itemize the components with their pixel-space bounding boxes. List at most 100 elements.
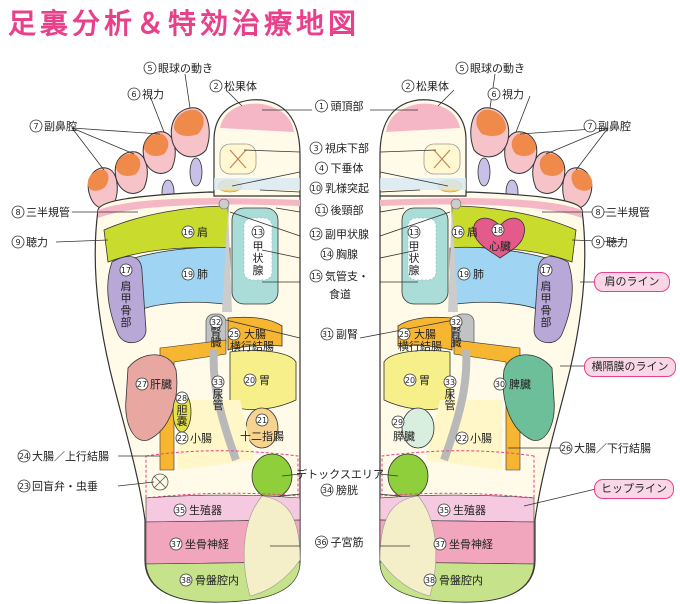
right-label-z5-number: 5 bbox=[459, 64, 464, 73]
left-zone-z20-text: 胃 bbox=[259, 374, 270, 387]
label-z3-number: 3 bbox=[313, 144, 318, 153]
left-label-z5-number: 5 bbox=[147, 64, 152, 73]
right-zone-z25-text: 大腸 bbox=[414, 327, 436, 341]
left-zone-z37-text: 坐骨神経 bbox=[185, 537, 229, 551]
right-label-z2-text: 松果体 bbox=[416, 79, 449, 93]
label-z15-text2: 食道 bbox=[329, 287, 351, 301]
right-label-z26-text: 大腸／下行結腸 bbox=[574, 441, 651, 455]
left-zone-z37-number: 37 bbox=[171, 540, 181, 549]
left-zone-z32-number-badge bbox=[209, 315, 223, 329]
left-label-z7-number-badge bbox=[29, 119, 43, 133]
right-zone-z33-number-badge bbox=[443, 375, 457, 389]
right-zone-z17-text-char: 甲 bbox=[541, 292, 552, 305]
right-zone-z16-number-badge bbox=[451, 225, 465, 239]
right-zone-z19-text: 肺 bbox=[473, 268, 484, 281]
left-zone-z22-number: 22 bbox=[177, 434, 187, 443]
right-zone-z38-text: 骨盤腔内 bbox=[439, 573, 483, 587]
left-zone-z13-text-char: 甲 bbox=[253, 240, 264, 253]
label-z31-number: 31 bbox=[322, 330, 332, 339]
right-zone-z33-text-char: 管 bbox=[445, 398, 456, 412]
left-label-z9-number: 9 bbox=[15, 238, 20, 247]
left-zone-z21-number: 21 bbox=[257, 416, 267, 425]
right-label-z2-number: 2 bbox=[405, 82, 410, 91]
left-zone-z16-text: 肩 bbox=[197, 225, 208, 239]
label-z11-text: 後頸部 bbox=[331, 203, 364, 217]
leader-lines bbox=[55, 73, 625, 547]
label-z36-number-badge bbox=[315, 535, 328, 549]
left-label-z24-number: 24 bbox=[19, 452, 29, 461]
left-zone-z22-text: 小腸 bbox=[190, 432, 212, 445]
left-label-z9-number-badge bbox=[11, 235, 25, 249]
left-label-z2-number: 2 bbox=[213, 82, 218, 91]
left-zone-z27-text: 肝臓 bbox=[150, 378, 172, 391]
right-zone-z13-number-badge bbox=[407, 225, 421, 239]
label-z31-number-badge bbox=[320, 327, 334, 341]
left-zone-z19-number-badge bbox=[181, 267, 195, 281]
right-zone-z19-number-badge bbox=[457, 267, 471, 281]
right-label-z9-number-badge bbox=[591, 235, 605, 249]
right-label-z8-number-badge bbox=[591, 205, 605, 219]
right-zone-z22-number-badge bbox=[455, 431, 469, 445]
left-zone-z35-number: 35 bbox=[175, 506, 185, 515]
right-label-z7-text: 副鼻腔 bbox=[598, 119, 631, 133]
label-z14-text: 胸腺 bbox=[336, 247, 358, 261]
left-zone-z20-number: 20 bbox=[245, 376, 255, 385]
right-zone-z33-number: 33 bbox=[445, 378, 455, 387]
right-zone-z25-text2: 横行結腸 bbox=[398, 339, 442, 353]
right-zone-z18-text: 心臓 bbox=[489, 240, 511, 253]
left-zone-z32-text-char: 臓 bbox=[211, 336, 222, 349]
right-zone-z17-text-char: 肩 bbox=[541, 279, 552, 293]
left-zone-z33-number-badge bbox=[211, 375, 225, 389]
right-zone-z38-number-badge bbox=[423, 573, 437, 587]
right-zone-z32-text-char: 腎 bbox=[451, 326, 462, 339]
right-label-z5-text: 眼球の動き bbox=[470, 61, 525, 75]
label-z3-number-badge bbox=[309, 141, 323, 155]
right-zone-z22-text: 小腸 bbox=[470, 432, 492, 445]
right-zone-z35-text: 生殖器 bbox=[453, 503, 486, 517]
right-zone-z13-number: 13 bbox=[409, 228, 419, 237]
label-z10-text: 乳様突起 bbox=[325, 181, 369, 195]
label-z3-text: 視床下部 bbox=[325, 141, 369, 155]
left-zone-z17-number-badge bbox=[119, 263, 133, 277]
left-zone-z25-number-badge bbox=[227, 327, 241, 341]
left-label-z8-number-badge bbox=[11, 205, 25, 219]
right-label-z2-number-badge bbox=[401, 79, 415, 93]
right-zone-z17-number: 17 bbox=[541, 266, 551, 275]
label-z14-number-badge bbox=[320, 247, 334, 261]
left-foot bbox=[87, 99, 301, 603]
label-z1-number-badge bbox=[315, 99, 328, 113]
right-zone-z13-text-char: 状 bbox=[409, 251, 420, 265]
left-zone-z32-number: 32 bbox=[211, 318, 221, 327]
left-zone-z19-number: 19 bbox=[183, 270, 193, 279]
left-zone-z37-number-badge bbox=[169, 537, 183, 551]
left-label-z7-text: 副鼻腔 bbox=[44, 119, 77, 133]
right-zone-z29-text: 膵臓 bbox=[393, 430, 415, 443]
right-zone-z25-number-badge bbox=[397, 327, 411, 341]
right-label-z6-number-badge bbox=[487, 87, 501, 101]
left-zone-z22-number-badge bbox=[175, 431, 189, 445]
left-zone-z27-number: 27 bbox=[137, 380, 147, 389]
label-z4-text: 下垂体 bbox=[331, 161, 364, 175]
label-z4-number: 4 bbox=[319, 164, 324, 173]
left-label-z7-number: 7 bbox=[33, 122, 38, 131]
right-zone-z17-text-char: 骨 bbox=[541, 304, 552, 317]
hip-line-label: ヒップライン bbox=[594, 479, 674, 499]
left-zone-z13-text-char: 状 bbox=[253, 251, 264, 265]
right-label-z9-number: 9 bbox=[595, 238, 600, 247]
left-zone-z17-number: 17 bbox=[121, 266, 131, 275]
right-zone-z29-number: 29 bbox=[393, 418, 403, 427]
right-zone-z32-number-badge bbox=[449, 315, 463, 329]
right-zone-z16-text: 肩 bbox=[467, 225, 478, 239]
right-zone-z32-number: 32 bbox=[451, 318, 461, 327]
left-zone-z38-text: 骨盤腔内 bbox=[195, 573, 239, 587]
right-zone-z38-number: 38 bbox=[425, 576, 435, 585]
left-label-z5-number-badge bbox=[143, 61, 157, 75]
right-zone-z37-text: 坐骨神経 bbox=[449, 537, 493, 551]
right-zone-z35-number-badge bbox=[437, 503, 451, 517]
left-zone-z25-text2: 横行結腸 bbox=[230, 339, 274, 353]
right-zone-z18-number: 18 bbox=[493, 226, 503, 235]
left-zone-z17-text-char: 骨 bbox=[121, 304, 132, 317]
right-zone-z13-text-char: 甲 bbox=[409, 240, 420, 253]
right-label-z6-number: 6 bbox=[491, 90, 496, 99]
